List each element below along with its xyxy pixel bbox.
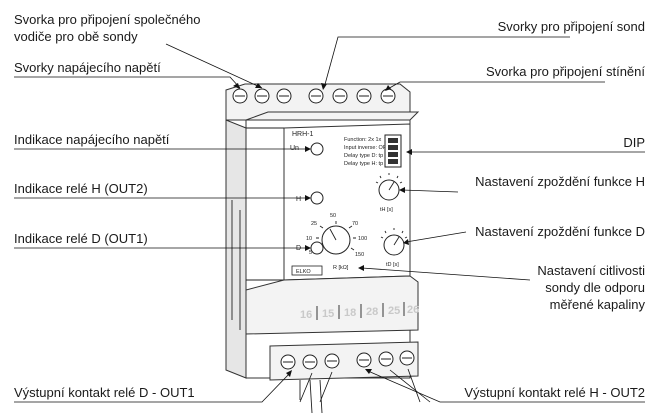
model-label: HRH-1: [292, 131, 313, 138]
sensitivity-unit: R [kΩ]: [333, 265, 349, 271]
r-scale-mark: 25: [311, 221, 317, 227]
lower-section: [245, 275, 419, 335]
h-led: [310, 191, 324, 205]
terminal-number: 28: [366, 306, 378, 318]
label-sensitivity-line1: Nastavení citlivosti: [537, 263, 645, 278]
label-supply-indication: Indikace napájecího napětí: [14, 132, 170, 147]
label-common-terminal-line1: Svorka pro připojení společného: [14, 12, 200, 27]
dip-line: Delay type D: tp td: [344, 153, 389, 159]
r-scale-mark: 5: [309, 250, 312, 256]
label-probe-terminals: Svorky pro připojení sond: [498, 19, 645, 34]
label-sensitivity-line2: sondy dle odporu: [545, 280, 645, 295]
bottom-terminal-block: [269, 341, 419, 381]
terminal-number: 15: [322, 308, 334, 320]
terminal-number: 16: [300, 309, 312, 321]
r-scale-mark: 100: [358, 236, 367, 242]
label-relay-h-indication: Indikace relé H (OUT2): [14, 181, 148, 196]
dip-switch[interactable]: [384, 134, 402, 168]
dip-line: Delay type H: tp td: [344, 161, 389, 167]
brand-badge: [291, 265, 323, 276]
callout-labels: Svorka pro připojení společného vodiče p…: [14, 12, 645, 400]
terminal-number: 26: [407, 304, 419, 316]
terminal-number: 18: [344, 307, 356, 319]
label-sensitivity-line3: měřené kapaliny: [550, 297, 646, 312]
label-shield-terminal: Svorka pro připojení stínění: [486, 64, 645, 79]
label-output-h: Výstupní kontakt relé H - OUT2: [464, 385, 645, 400]
delay-h-unit: tH [s]: [380, 207, 393, 213]
relay-device: HRH-1 Un Function: 2x 1x Input inverse: …: [225, 83, 419, 413]
delay-d-unit: tD [s]: [386, 262, 399, 268]
label-delay-d: Nastavení zpoždění funkce D: [475, 224, 645, 239]
label-delay-h: Nastavení zpoždění funkce H: [475, 174, 645, 189]
label-dip: DIP: [623, 135, 645, 150]
left-side-panel: [225, 119, 247, 379]
dip-legend: Function: 2x 1x Input inverse: OFF ON De…: [344, 137, 399, 167]
label-supply-terminals: Svorky napájecího napětí: [14, 60, 161, 75]
d-led: [310, 241, 324, 255]
leader-lines: [14, 36, 645, 403]
d-label: D: [296, 245, 301, 252]
r-scale-mark: 50: [330, 213, 336, 219]
label-common-terminal-line2: vodiče pro obě sondy: [14, 29, 138, 44]
r-scale-mark: 10: [306, 236, 312, 242]
un-led: [310, 142, 324, 156]
bottom-screw-terminals: [280, 350, 415, 370]
label-relay-d-indication: Indikace relé D (OUT1): [14, 231, 148, 246]
h-label: H: [296, 196, 301, 203]
dip-line: Function: 2x 1x: [344, 137, 382, 143]
terminal-numbers: 16: [300, 309, 312, 321]
un-label: Un: [290, 145, 299, 152]
r-scale-mark: 150: [355, 252, 364, 258]
terminal-number: 25: [388, 305, 400, 317]
brand-logo: ELKO: [296, 269, 311, 275]
delay-d-dial[interactable]: [380, 228, 408, 256]
r-scale-mark: 70: [352, 221, 358, 227]
dip-line: Input inverse: OFF ON: [344, 145, 399, 151]
label-output-d: Výstupní kontakt relé D - OUT1: [14, 385, 195, 400]
